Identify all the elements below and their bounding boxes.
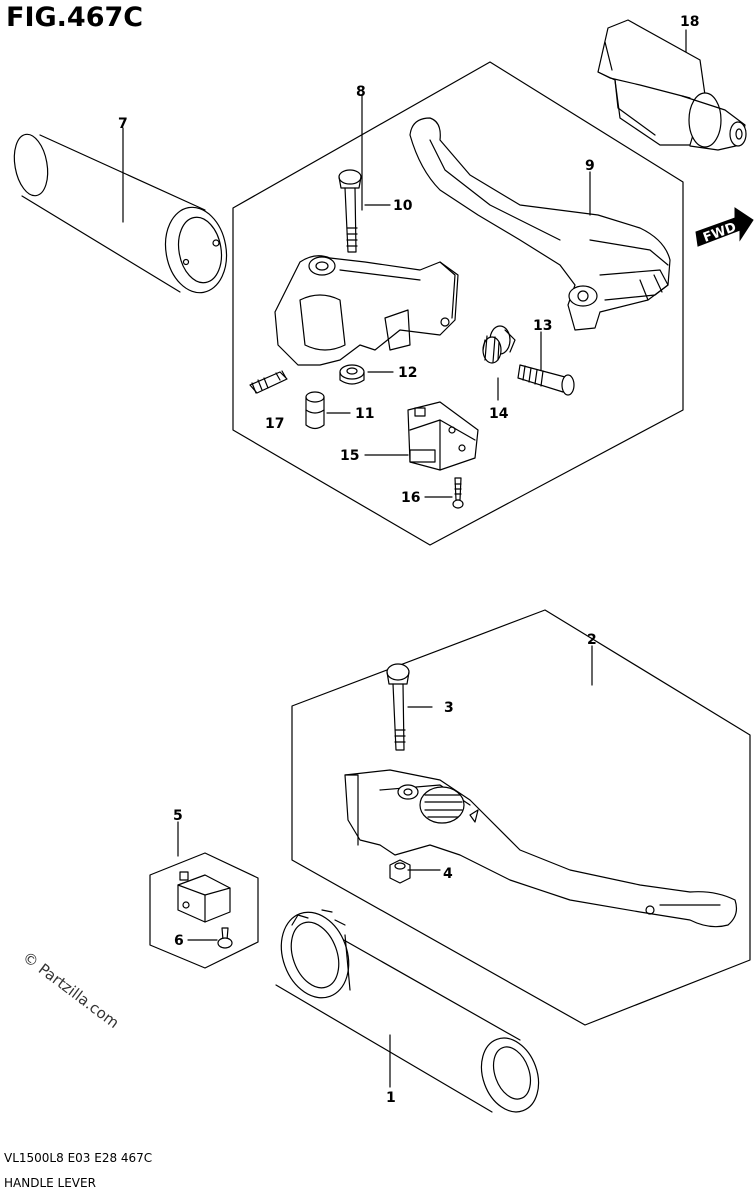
part-1-throttle-grip bbox=[275, 909, 540, 1113]
part-11-collar bbox=[305, 391, 325, 430]
part-15-clutch-switch bbox=[407, 401, 479, 471]
figure-title: FIG.467C bbox=[6, 2, 144, 33]
fwd-direction-badge: FWD bbox=[695, 207, 754, 247]
callout-16: 16 bbox=[401, 490, 420, 506]
callout-18: 18 bbox=[680, 14, 699, 30]
part-13-bolt bbox=[517, 364, 575, 396]
callout-9: 9 bbox=[585, 158, 595, 174]
part-7-left-grip bbox=[13, 133, 228, 294]
callout-5: 5 bbox=[173, 808, 183, 824]
part-5-brake-switch bbox=[177, 871, 231, 923]
callout-1: 1 bbox=[386, 1090, 396, 1106]
callout-2: 2 bbox=[587, 632, 597, 648]
part-2-brake-lever bbox=[344, 769, 738, 928]
callout-10: 10 bbox=[393, 198, 413, 214]
part-14-adjuster bbox=[482, 325, 516, 364]
callout-15: 15 bbox=[340, 448, 359, 464]
part-4-nut bbox=[389, 859, 411, 884]
callout-6: 6 bbox=[174, 933, 184, 949]
callout-8: 8 bbox=[356, 84, 366, 100]
figure-code: VL1500L8 E03 E28 467C bbox=[4, 1151, 153, 1165]
part-6-screw bbox=[217, 927, 233, 949]
callout-14: 14 bbox=[489, 406, 509, 422]
group-outline-clutch-lever bbox=[232, 61, 684, 546]
callout-4: 4 bbox=[443, 866, 453, 882]
callout-leaders bbox=[122, 29, 687, 1088]
callout-7: 7 bbox=[118, 116, 128, 132]
callout-11: 11 bbox=[355, 406, 374, 422]
part-3-pivot-bolt bbox=[386, 663, 410, 751]
part-12-nut bbox=[339, 364, 365, 385]
part-17-screw bbox=[249, 370, 288, 394]
part-16-screw bbox=[452, 477, 464, 509]
group-outline-brake-switch bbox=[149, 852, 259, 969]
callout-17: 17 bbox=[265, 416, 284, 432]
group-outline-brake-lever bbox=[291, 609, 751, 1026]
figure-name: HANDLE LEVER bbox=[4, 1176, 96, 1190]
callout-12: 12 bbox=[398, 365, 417, 381]
part-8-clutch-holder bbox=[274, 255, 459, 366]
part-9-clutch-lever bbox=[409, 117, 671, 331]
callout-13: 13 bbox=[533, 318, 552, 334]
part-10-pivot-bolt bbox=[338, 169, 362, 253]
part-18-bar-end-weight bbox=[597, 19, 747, 151]
callout-3: 3 bbox=[444, 700, 454, 716]
